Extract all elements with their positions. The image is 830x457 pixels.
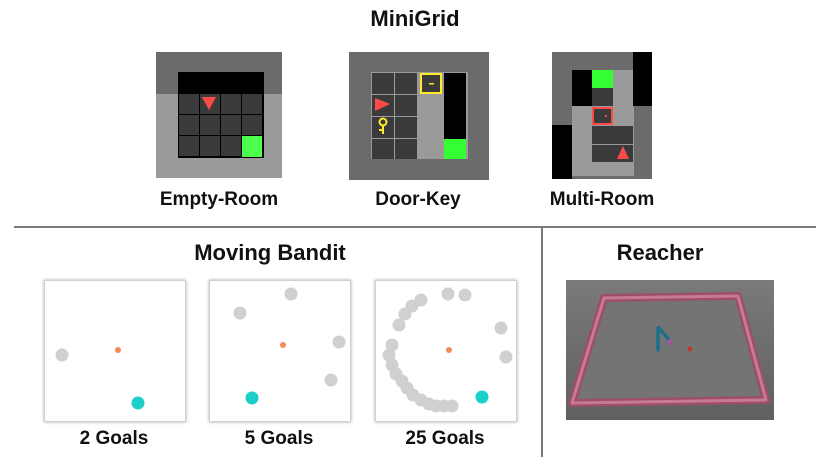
- bandit-2-goals-icon: [55, 347, 145, 410]
- bandit-25-goals-label: 25 Goals: [405, 428, 485, 449]
- bandit-panel-5-goals: [209, 280, 351, 422]
- bandit-25-goals-icon: [382, 287, 513, 413]
- empty-room-grid-icon: [156, 52, 282, 178]
- minigrid-title: MiniGrid: [370, 6, 460, 31]
- door-key-grid-icon: [349, 52, 489, 180]
- bandit-2-goals-label: 2 Goals: [79, 428, 149, 449]
- reacher-title: Reacher: [616, 240, 704, 265]
- vertical-divider: [541, 227, 543, 457]
- bandit-panel-25-goals: [375, 280, 517, 422]
- horizontal-divider: [14, 226, 816, 228]
- door-key-label: Door-Key: [375, 189, 461, 210]
- reacher-arena-icon: [566, 280, 774, 420]
- bandit-panel-2-goals: [44, 280, 186, 422]
- moving-bandit-title: Moving Bandit: [194, 240, 346, 265]
- multi-room-label: Multi-Room: [549, 189, 655, 210]
- empty-room-label: Empty-Room: [159, 189, 279, 210]
- bandit-5-goals-icon: [233, 287, 346, 405]
- bandit-5-goals-label: 5 Goals: [244, 428, 314, 449]
- multi-room-grid-icon: [552, 52, 652, 179]
